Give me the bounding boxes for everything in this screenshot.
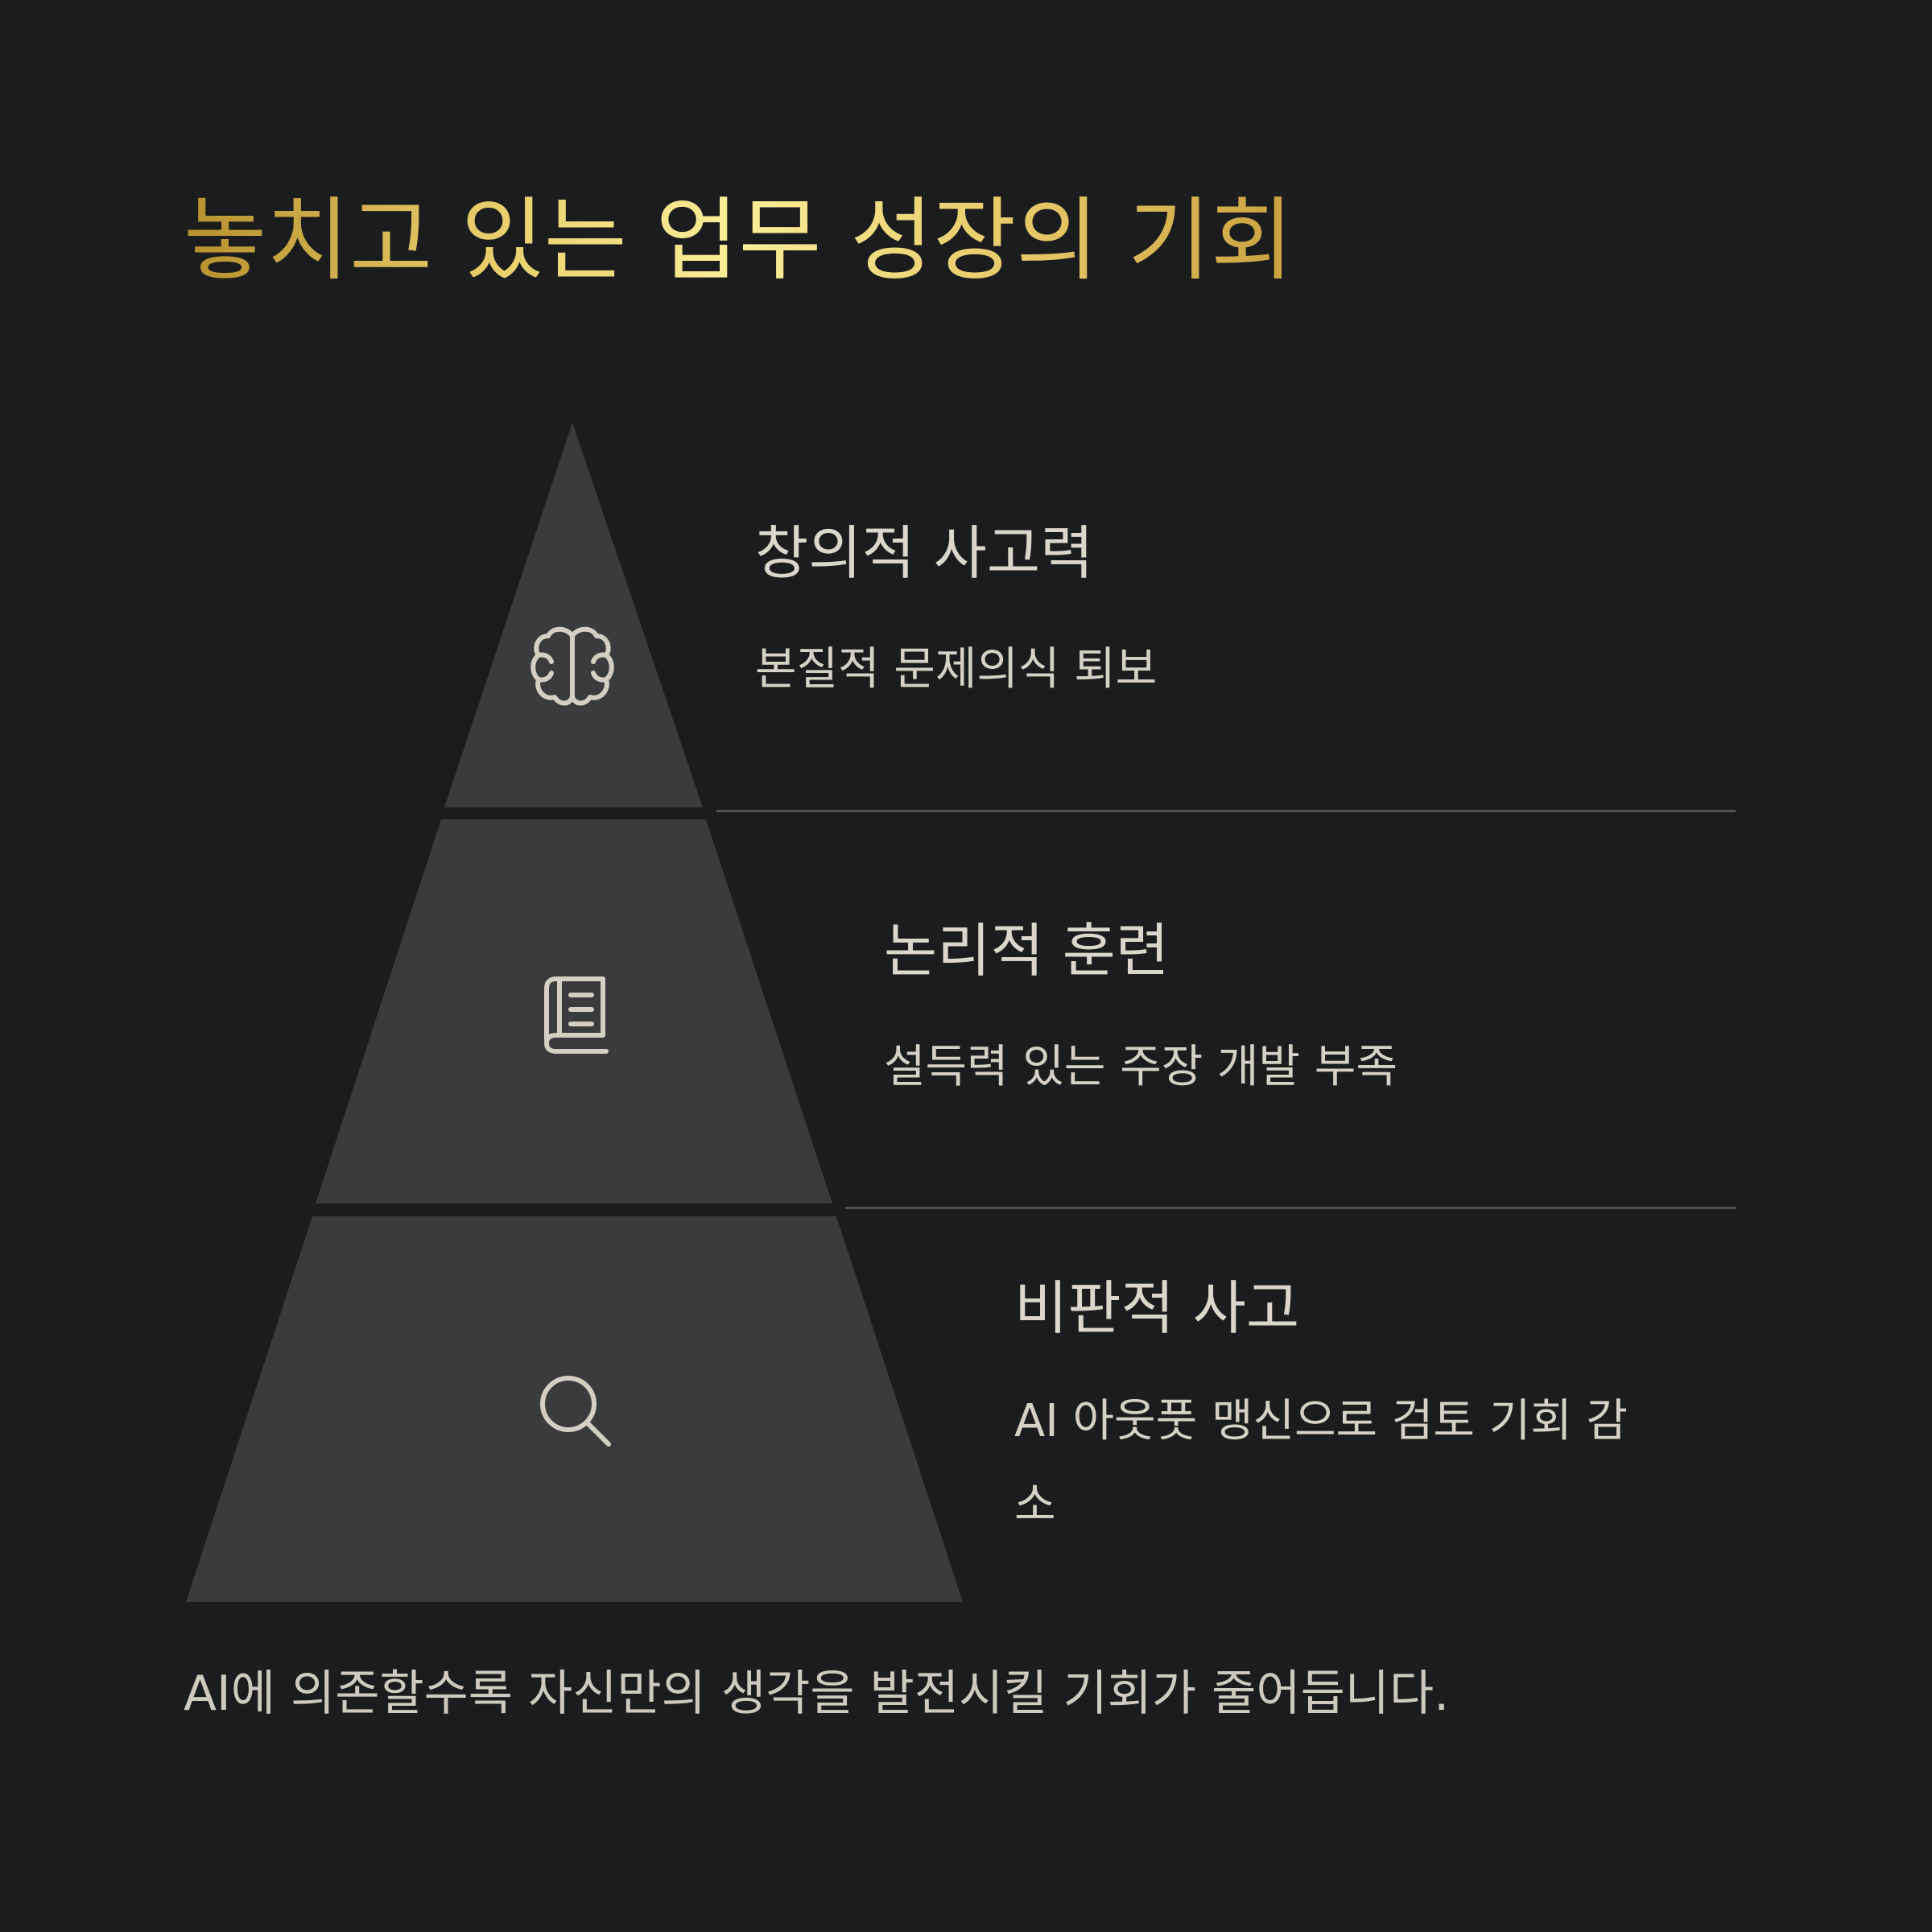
tier-title-creative: 창의적 사고력 bbox=[755, 519, 1094, 587]
pyramid-tier-top bbox=[444, 423, 703, 807]
tier-description-logical: 설득력 있는 주장 개발 부족 bbox=[884, 1041, 1397, 1093]
divider-top bbox=[716, 810, 1736, 812]
brain-icon bbox=[530, 626, 614, 706]
divider-middle bbox=[845, 1207, 1736, 1209]
tier-description-creative: 본질적 문제의식 퇴보 bbox=[755, 643, 1158, 696]
tier-title-logical: 논리적 훈련 bbox=[884, 917, 1170, 985]
search-icon bbox=[540, 1376, 611, 1447]
pyramid-tier-bottom bbox=[186, 1216, 963, 1602]
footer-note: AI에 의존할수록 자신만의 생각을 발전시킬 기회가 줄어듭니다. bbox=[184, 1666, 1450, 1722]
tier-description-critical: AI 아웃풋 맹신으로 검토 기회 감소 bbox=[1014, 1395, 1629, 1531]
tier-title-critical: 비판적 사고 bbox=[1014, 1274, 1300, 1342]
book-icon bbox=[544, 976, 609, 1054]
page-title: 놓치고 있는 업무 성장의 기회 bbox=[184, 187, 1294, 295]
